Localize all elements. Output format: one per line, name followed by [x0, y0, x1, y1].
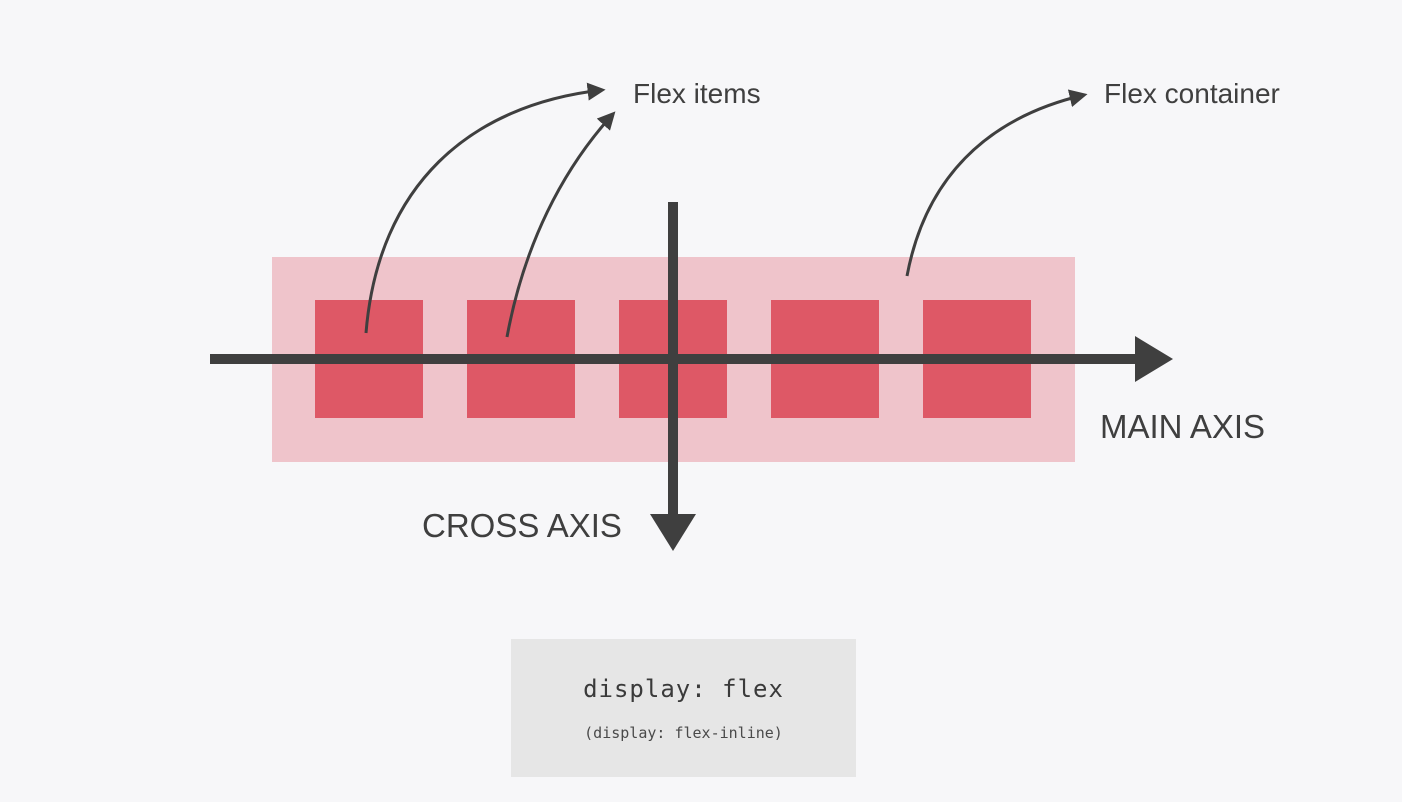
- flex-items-pointer-arrow: [364, 82, 606, 334]
- flex-items-label: Flex items: [633, 78, 761, 109]
- code-box: display: flex (display: flex-inline): [511, 639, 856, 777]
- flex-items-pointer-arrow: [505, 111, 616, 338]
- flex-container-pointer-arrow: [905, 89, 1088, 277]
- main-axis-label: MAIN AXIS: [1100, 408, 1265, 445]
- code-display-flex: display: flex: [583, 675, 784, 703]
- flex-container-label: Flex container: [1104, 78, 1280, 109]
- cross-axis-label: CROSS AXIS: [422, 507, 622, 544]
- cross-axis-arrow: [650, 202, 696, 551]
- code-display-flex-inline: (display: flex-inline): [584, 724, 783, 742]
